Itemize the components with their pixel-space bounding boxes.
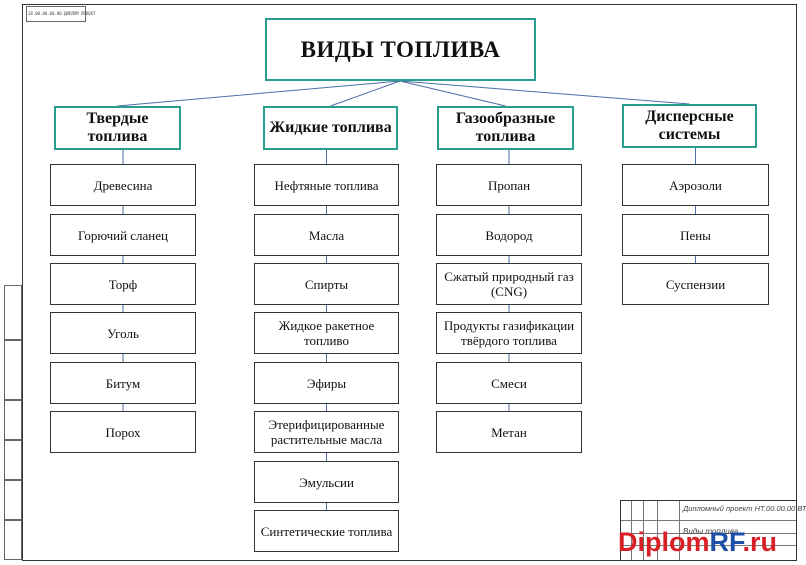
watermark-part-diplom: Diplom — [618, 527, 710, 557]
item-liquid-0: Нефтяные топлива — [254, 164, 399, 206]
item-gaseous-2: Сжатый природный газ (CNG) — [436, 263, 582, 305]
diagram-title: ВИДЫ ТОПЛИВА — [265, 18, 536, 81]
category-dispersed: Дисперсные системы — [622, 104, 757, 148]
item-solid-3: Уголь — [50, 312, 196, 354]
item-solid-0: Древесина — [50, 164, 196, 206]
side-cell — [4, 285, 22, 340]
item-solid-5: Порох — [50, 411, 196, 453]
category-gaseous: Газообразные топлива — [437, 106, 574, 150]
watermark-part-rf: RF — [709, 527, 743, 557]
corner-stamp: 28.00.00.00.00 ДИПЛОМ ПРОЕКТ — [26, 6, 95, 22]
site-watermark[interactable]: DiplomRF.ru — [618, 527, 777, 557]
item-liquid-3: Жидкое ракетное топливо — [254, 312, 399, 354]
item-dispersed-1: Пены — [622, 214, 769, 256]
title-block: Дипломный проект НТ.00.00.00 ВТ Виды топ… — [620, 500, 806, 561]
drawing-frame — [22, 4, 797, 561]
stamp-code: Дипломный проект НТ.00.00.00 ВТ — [683, 504, 806, 513]
side-cell — [4, 440, 22, 480]
title-to-category-line-3 — [399, 80, 690, 105]
side-cell — [4, 340, 22, 400]
item-solid-4: Битум — [50, 362, 196, 404]
category-liquid: Жидкие топлива — [263, 106, 398, 150]
item-solid-2: Торф — [50, 263, 196, 305]
item-dispersed-2: Суспензии — [622, 263, 769, 305]
side-cell — [4, 480, 22, 520]
title-to-category-line-2 — [399, 80, 506, 107]
title-to-category-line-1 — [330, 80, 401, 107]
side-cell — [4, 520, 22, 560]
title-to-category-line-0 — [117, 80, 401, 107]
item-liquid-2: Спирты — [254, 263, 399, 305]
item-dispersed-0: Аэрозоли — [622, 164, 769, 206]
item-gaseous-4: Смеси — [436, 362, 582, 404]
side-strip — [4, 285, 22, 560]
item-liquid-6: Эмульсии — [254, 461, 399, 503]
item-gaseous-1: Водород — [436, 214, 582, 256]
item-gaseous-0: Пропан — [436, 164, 582, 206]
item-liquid-5: Этерифицированные растительные масла — [254, 411, 399, 453]
side-cell — [4, 400, 22, 440]
item-liquid-1: Масла — [254, 214, 399, 256]
stamp-drawing-name: Виды топлива — [683, 527, 739, 536]
item-solid-1: Горючий сланец — [50, 214, 196, 256]
watermark-part-ru: .ru — [742, 527, 778, 557]
item-gaseous-5: Метан — [436, 411, 582, 453]
item-liquid-7: Синтетические топлива — [254, 510, 399, 552]
item-gaseous-3: Продукты газификации твёрдого топлива — [436, 312, 582, 354]
category-solid: Твердые топлива — [54, 106, 181, 150]
item-liquid-4: Эфиры — [254, 362, 399, 404]
